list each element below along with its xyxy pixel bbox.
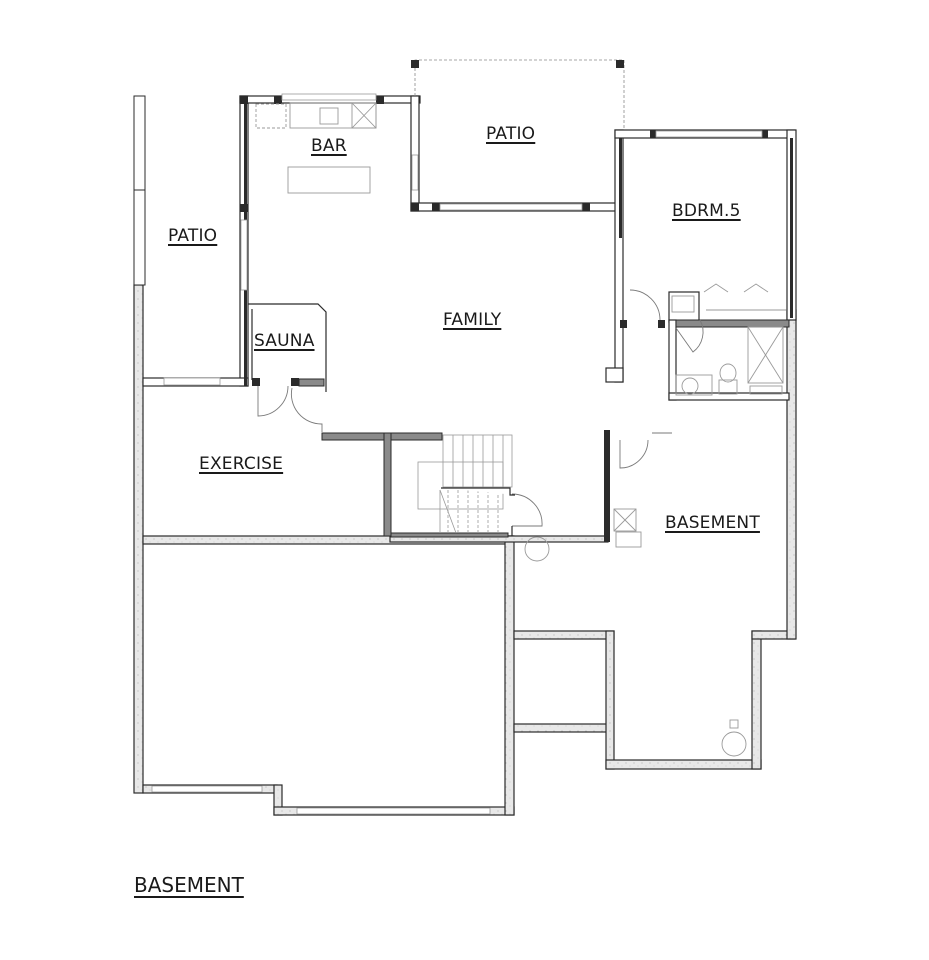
room-label-bar: BAR: [311, 136, 347, 156]
dark-wall-accents: [240, 96, 793, 542]
room-label-family: FAMILY: [443, 310, 502, 330]
room-label-basement: BASEMENT: [665, 513, 760, 533]
windows-bottom: [151, 785, 491, 815]
mechanical-fixtures: [524, 508, 747, 757]
room-label-patio-top: PATIO: [486, 124, 536, 144]
patio-left-rail: [133, 95, 146, 286]
partition-walls: [298, 319, 790, 538]
room-label-bdrm5: BDRM.5: [672, 201, 741, 221]
room-label-sauna: SAUNA: [254, 331, 315, 351]
room-label-patio-left: PATIO: [168, 226, 218, 246]
patio-posts: [411, 60, 624, 68]
patio-outline: [414, 59, 625, 130]
bar-fixtures: [255, 102, 377, 194]
bathroom-fixtures: [671, 283, 786, 396]
sauna-walls: [248, 303, 327, 392]
foundation-walls: [133, 284, 797, 816]
plan-title: BASEMENT: [134, 873, 244, 897]
stairs: [417, 434, 513, 534]
windows: [163, 93, 763, 386]
family-closet-nub: [605, 367, 624, 383]
stair-landing-walls: [441, 487, 515, 536]
door-swings: [257, 289, 704, 527]
room-label-exercise: EXERCISE: [199, 454, 284, 474]
